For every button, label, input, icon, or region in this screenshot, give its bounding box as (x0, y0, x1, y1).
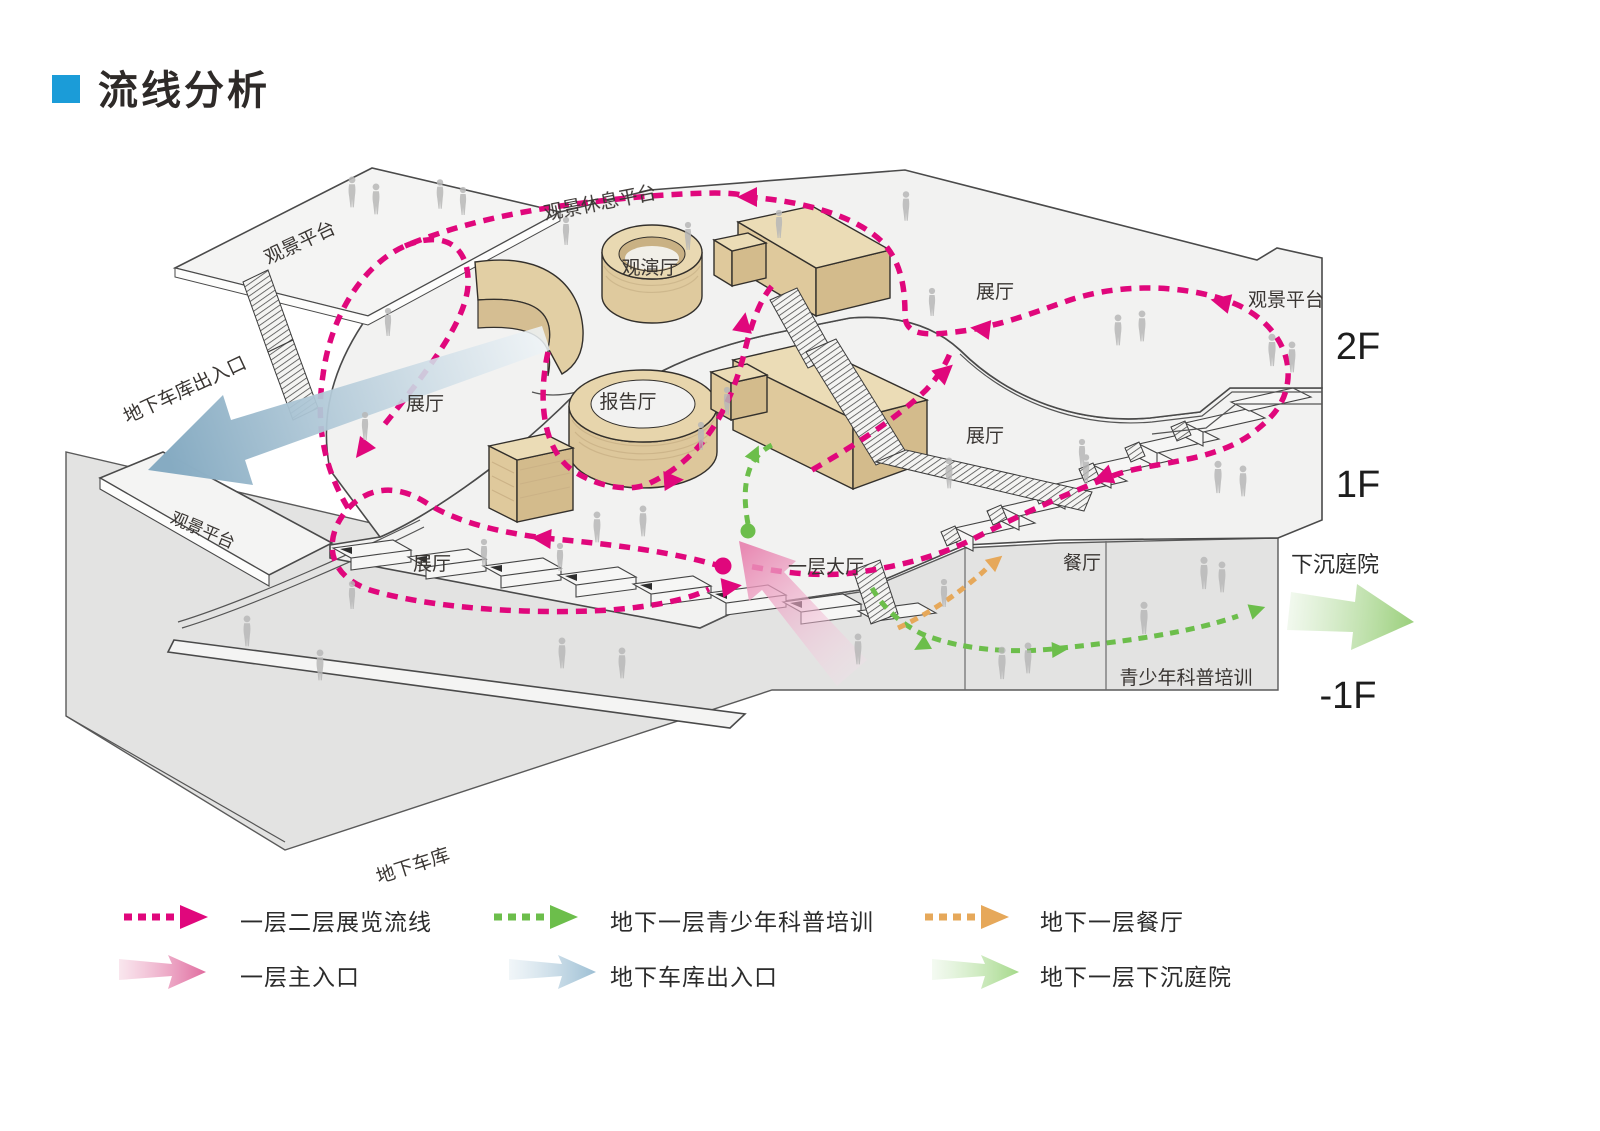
curved-wood-wall (474, 259, 584, 377)
label-exhibition-1f-right: 展厅 (966, 426, 1004, 447)
lecture-hall-ring (568, 369, 718, 489)
legend-garage-entrance (506, 950, 601, 994)
pink-gradient-arrow-icon (119, 955, 206, 989)
floor-plate-2f (325, 169, 1323, 538)
legend-restaurant-route (921, 897, 1016, 937)
legend-sunken-courtyard (929, 950, 1024, 994)
label-youth-training: 青少年科普培训 (1119, 667, 1252, 689)
route-youth-green (742, 442, 1239, 654)
garage-entrance-arrow (148, 326, 550, 485)
sunken-courtyard-arrow (1287, 584, 1414, 650)
label-sunken-courtyard: 下沉庭院 (1291, 552, 1379, 577)
label-auditorium: 观演厅 (621, 257, 678, 279)
label-exhibition-2f-left: 展厅 (406, 394, 444, 415)
page-title: 流线分析 (52, 58, 270, 116)
blue-gradient-arrow-icon (509, 955, 596, 989)
floor-level-labels: 2F 1F -1F (1320, 326, 1381, 717)
green-gradient-arrow-icon (932, 955, 1019, 989)
legend-sunken-courtyard-label: 地下一层下沉庭院 (1040, 964, 1232, 990)
route-green-arrowheads (740, 442, 1268, 658)
pink-stair-path (810, 347, 955, 473)
route-exhibition-pink (317, 190, 1291, 615)
pink-loop-left-inner (377, 236, 471, 432)
sunken-walkway-plate (166, 639, 747, 729)
viewing-platform-left-plate (98, 451, 334, 587)
legend-youth-route (490, 897, 585, 937)
label-exhibition-2f-right: 展厅 (976, 282, 1014, 303)
green-dashed-arrow-icon (494, 905, 578, 929)
label-viewing-platform-right: 观景平台 (1248, 289, 1324, 311)
legend-main-entrance (116, 950, 211, 994)
label-1f: 1F (1336, 464, 1380, 506)
green-route-dot (740, 523, 756, 539)
ramp-edge (177, 519, 425, 629)
label-minus1f: -1F (1320, 675, 1377, 717)
pink-ring-path (540, 284, 775, 491)
page-title-text: 流线分析 (98, 69, 270, 113)
orange-dashed-arrow-icon (925, 905, 1009, 929)
legend-main-entrance-label: 一层主入口 (240, 964, 360, 990)
label-lobby-1f: 一层大厅 (788, 556, 864, 578)
label-2f: 2F (1336, 326, 1380, 368)
label-lecture-hall: 报告厅 (599, 391, 656, 413)
pink-dashed-arrow-icon (124, 905, 208, 929)
blue-square-icon (52, 75, 80, 103)
pink-route-start-dot (714, 557, 732, 575)
pink-loop-1f (329, 487, 724, 615)
route-restaurant-orange (896, 567, 988, 631)
legend-youth-route-label: 地下一层青少年科普培训 (610, 909, 874, 935)
label-underground-garage: 地下车库 (373, 844, 452, 888)
legend-restaurant-route-label: 地下一层餐厅 (1040, 909, 1184, 935)
main-entrance-arrow (739, 541, 867, 686)
legend-garage-entrance-label: 地下车库出入口 (610, 964, 778, 990)
route-pink-arrowheads (347, 187, 1233, 598)
pink-loop-main (317, 190, 1291, 578)
label-garage-entrance: 地下车库出入口 (120, 352, 250, 428)
label-restaurant: 餐厅 (1063, 552, 1101, 574)
auditorium-cylinder (601, 224, 703, 324)
wood-box-lower-left (486, 433, 576, 524)
legend-exhibition-route (120, 897, 215, 937)
label-exhibition-1f-left: 展厅 (413, 554, 451, 575)
legend-exhibition-route-label: 一层二层展览流线 (240, 909, 432, 935)
